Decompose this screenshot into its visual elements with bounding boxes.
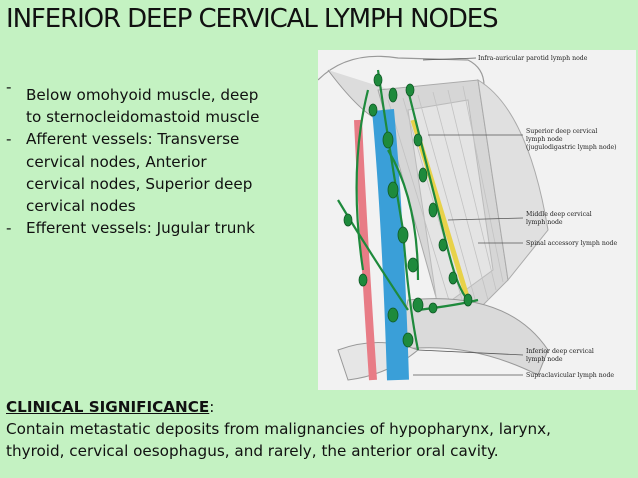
bullet-text: cervical nodes, Anterior [26, 152, 207, 171]
bullet-list: - Below omohyoid muscle, deep to sternoc… [6, 78, 311, 239]
bullet-item-location: - Below omohyoid muscle, deep to sternoc… [6, 78, 311, 128]
bullet-text: cervical nodes, Superior deep [26, 174, 253, 193]
bullet-marker: - [6, 78, 12, 96]
clinical-significance: CLINICAL SIGNIFICANCE: Contain metastati… [6, 396, 632, 462]
bullet-text: Afferent vessels: Transverse [26, 130, 240, 149]
clinical-text: thyroid, cervical oesophagus, and rarely… [6, 442, 499, 460]
label-inferior-deep-1: Inferior deep cervical [526, 348, 594, 355]
label-spinal-accessory: Spinal accessory lymph node [526, 240, 618, 247]
bullet-text: Efferent vessels: Jugular trunk [26, 219, 255, 238]
clinical-text: Contain metastatic deposits from maligna… [6, 420, 551, 438]
bullet-marker: - [6, 130, 12, 149]
clinical-heading: CLINICAL SIGNIFICANCE [6, 398, 210, 416]
bullet-item-afferent: - Afferent vessels: Transverse cervical … [6, 128, 311, 217]
label-superior-deep-2: lymph node [526, 136, 563, 143]
label-middle-deep-1: Middle deep cervical [526, 211, 592, 218]
slide-title: INFERIOR DEEP CERVICAL LYMPH NODES [6, 4, 499, 34]
bullet-text: cervical nodes [26, 197, 136, 216]
bullet-text: to sternocleidomastoid muscle [26, 108, 260, 127]
label-supraclavicular: Supraclavicular lymph node [526, 372, 614, 379]
label-inferior-deep-2: lymph node [526, 356, 563, 363]
clinical-colon: : [209, 398, 215, 416]
label-infra-auricular: Infra-auricular parotid lymph node [478, 55, 588, 62]
label-superior-deep-1: Superior deep cervical [526, 128, 597, 135]
label-superior-deep-3: (jugulodigastric lymph node) [526, 144, 617, 151]
bullet-item-efferent: - Efferent vessels: Jugular trunk [6, 217, 311, 239]
bullet-text: Below omohyoid muscle, deep [26, 86, 259, 104]
bullet-marker: - [6, 219, 12, 238]
lymph-node-illustration: Infra-auricular parotid lymph node Super… [318, 50, 636, 390]
neck-anatomy-svg: Infra-auricular parotid lymph node Super… [318, 50, 636, 390]
label-middle-deep-2: lymph node [526, 219, 563, 226]
